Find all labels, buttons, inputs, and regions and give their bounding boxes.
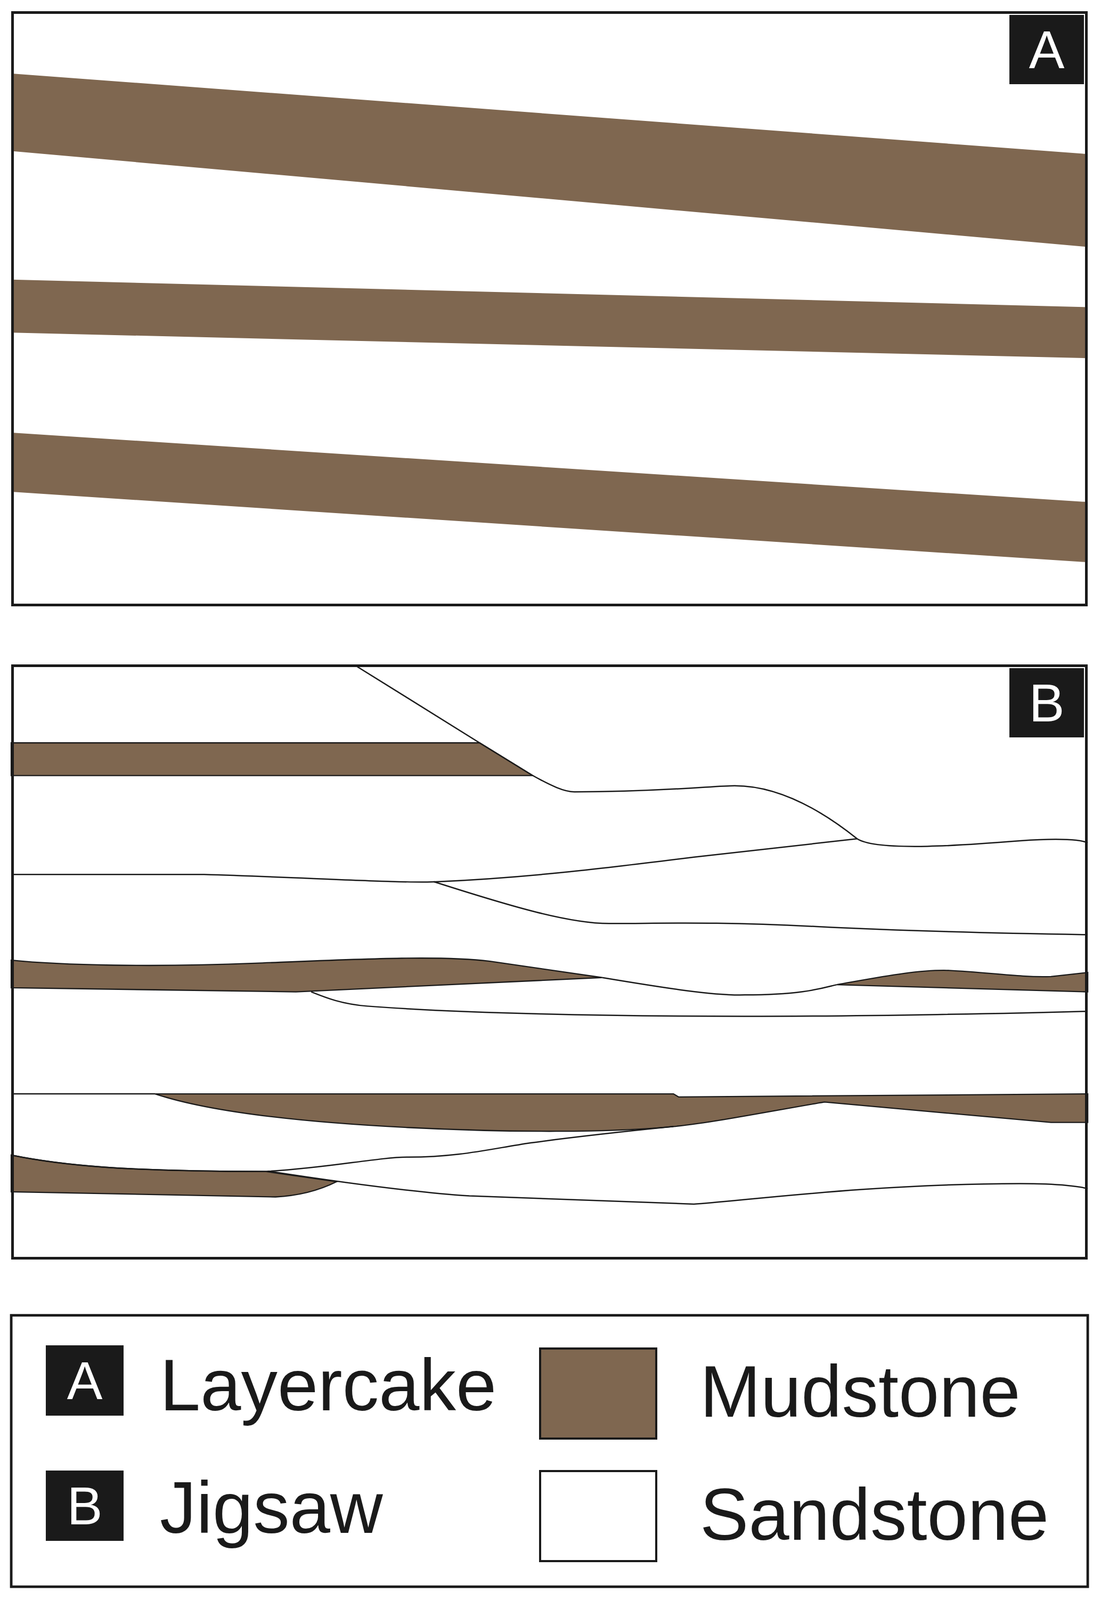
strata-panel: B — [11, 664, 1088, 1260]
bed-boundary — [355, 665, 1088, 847]
mudstone-bed — [11, 957, 602, 992]
bed-boundary — [11, 1126, 674, 1171]
panel-letter: B — [1009, 667, 1084, 738]
mudstone-bed — [155, 1093, 1088, 1131]
mudstone-bed — [11, 742, 533, 776]
mudstone-bed — [11, 279, 1088, 358]
strata-panel: A — [11, 11, 1088, 607]
bed-boundary — [11, 838, 858, 882]
bed-boundary — [433, 881, 1088, 935]
legend-frame — [11, 1315, 1088, 1587]
bed-boundary — [601, 977, 837, 996]
legend-label: Sandstone — [699, 1474, 1049, 1555]
legend-label: Layercake — [159, 1344, 497, 1426]
jigsaw-contacts — [11, 665, 1088, 1204]
mudstone-bed — [11, 1154, 337, 1197]
bed-boundary — [270, 1171, 1088, 1204]
legend-label: Mudstone — [699, 1351, 1021, 1432]
bed-boundary — [311, 991, 1088, 1017]
mudstone-bed — [836, 969, 1088, 992]
mudstone-bed — [11, 432, 1088, 562]
mudstone-bed — [11, 73, 1088, 248]
legend-swatch — [539, 1469, 658, 1562]
layercake-mudstone — [11, 73, 1088, 562]
panel-letter: A — [1009, 14, 1084, 85]
legend-label: Jigsaw — [159, 1467, 383, 1548]
jigsaw-mudstone — [11, 742, 1088, 1197]
legend-swatch — [539, 1347, 658, 1440]
bed-boundary — [11, 1093, 156, 1095]
legend-key-letter: B — [45, 1470, 124, 1541]
legend-key-letter: A — [45, 1344, 124, 1416]
